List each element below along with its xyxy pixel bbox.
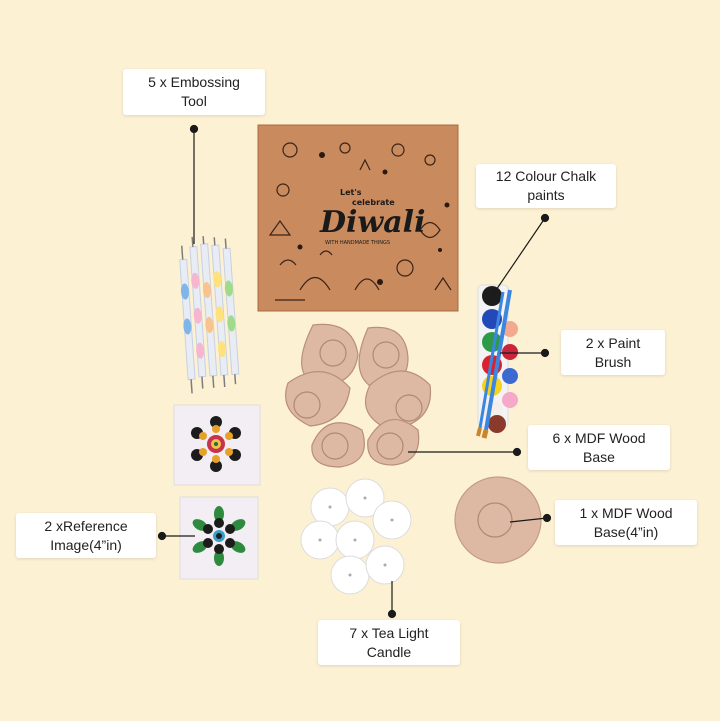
mdf-wood-bases-6 — [285, 323, 432, 468]
callout-reference-image: 2 xReference Image(4”in) — [16, 513, 156, 558]
reference-image-1 — [173, 404, 261, 486]
callout-chalk-paints: 12 Colour Chalk paints — [476, 164, 616, 208]
callout-embossing-tool: 5 x Embossing Tool — [123, 69, 265, 115]
callout-mdf-base-1: 1 x MDF Wood Base(4”in) — [555, 500, 697, 545]
box-celebrate-text: celebrate — [352, 198, 395, 207]
diwali-kit-box: Let's celebrate Diwali WITH HANDMADE THI… — [257, 124, 459, 312]
paint-brushes — [476, 289, 512, 439]
box-star-decorations — [297, 152, 450, 285]
callout-paint-brush: 2 x Paint Brush — [561, 330, 665, 375]
callout-tea-light-candle: 7 x Tea Light Candle — [318, 620, 460, 665]
box-doodle-pattern — [268, 142, 452, 301]
callout-leader-lines — [157, 124, 552, 619]
box-lets-text: Let's — [340, 188, 362, 197]
callout-mdf-base-6: 6 x MDF Wood Base — [528, 425, 670, 470]
embossing-tools — [179, 236, 240, 394]
reference-image-2 — [179, 496, 259, 580]
tea-light-candles — [300, 478, 412, 595]
box-diwali-title: Diwali — [319, 205, 425, 240]
mdf-wood-base-4in — [454, 476, 542, 564]
box-tagline: WITH HANDMADE THINGS — [325, 240, 390, 246]
